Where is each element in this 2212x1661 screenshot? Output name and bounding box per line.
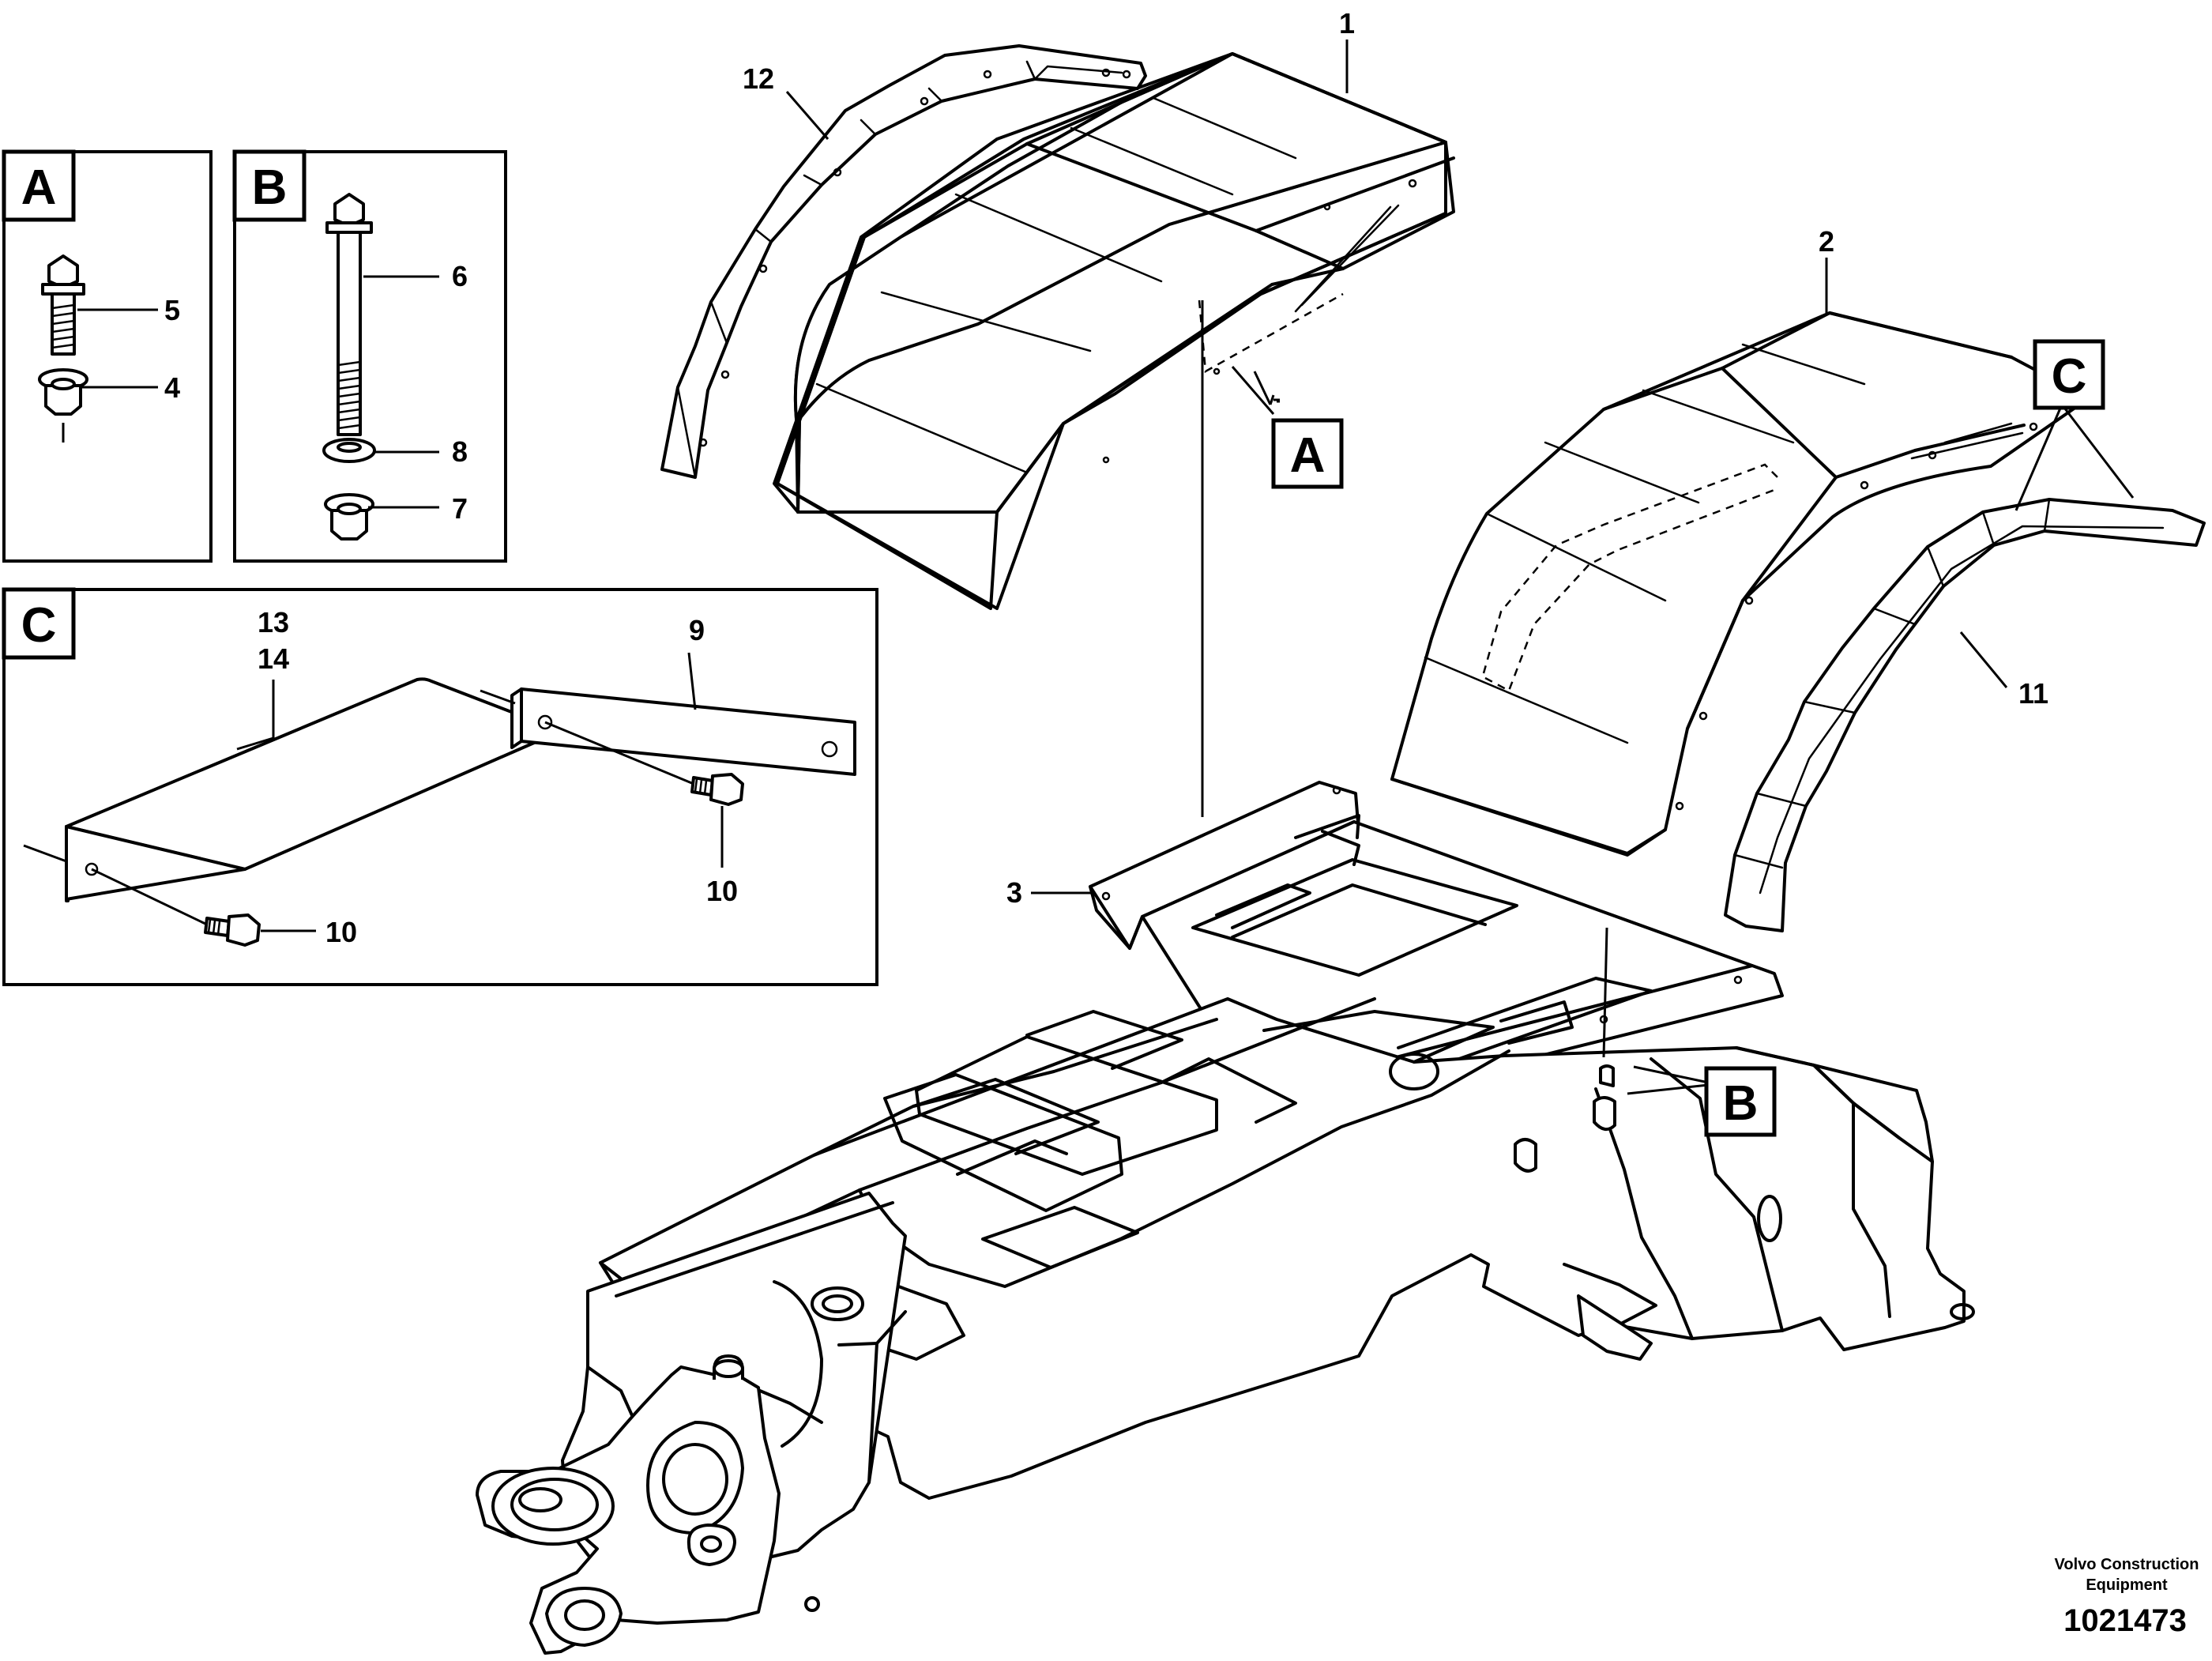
nut-icon xyxy=(38,368,88,416)
part-label-3: 3 xyxy=(1006,876,1022,909)
footer: Volvo Construction Equipment 1021473 xyxy=(2055,1556,2199,1638)
yoke-part xyxy=(476,1354,823,1655)
part-label-11: 11 xyxy=(2018,677,2048,710)
part-label-13: 13 xyxy=(258,606,289,638)
callout-b-letter: B xyxy=(1723,1076,1759,1131)
part-label-6: 6 xyxy=(452,260,468,292)
callout-a-leader xyxy=(1231,366,1275,415)
part-label-8: 8 xyxy=(452,435,468,468)
long-bolt-icon xyxy=(325,193,373,436)
part-label-12: 12 xyxy=(743,62,774,95)
detail-box-a: A 5 4 xyxy=(2,149,213,563)
washer-icon xyxy=(322,438,376,463)
part-numbers: 1 2 3 12 11 xyxy=(743,7,2048,909)
bracket-part xyxy=(510,687,856,776)
right-fender-part xyxy=(1390,311,2090,857)
part-label-1: 1 xyxy=(1339,7,1355,40)
callout-a-letter: A xyxy=(1290,428,1326,483)
part-label-2: 2 xyxy=(1819,225,1834,258)
footer-company-line1: Volvo Construction xyxy=(2055,1556,2199,1573)
detail-box-a-letter: A xyxy=(21,160,57,215)
callout-c-letter: C xyxy=(2052,349,2087,404)
drawing-number: 1021473 xyxy=(2063,1603,2187,1638)
detail-box-c-letter: C xyxy=(21,598,57,653)
part-label-4: 4 xyxy=(164,371,180,404)
detail-box-b: B 6 8 7 xyxy=(232,149,507,563)
left-fender-part xyxy=(773,52,1455,610)
detail-box-c: C xyxy=(2,587,878,986)
right-fender-rail-part xyxy=(1724,498,2206,932)
flap-plate-part xyxy=(65,677,541,902)
part-label-5: 5 xyxy=(164,294,180,326)
left-fender-rail-part xyxy=(660,44,1147,479)
part-label-9: 9 xyxy=(689,614,705,646)
callout-c: C xyxy=(2033,339,2105,410)
part-label-14: 14 xyxy=(258,642,289,675)
screw-icon xyxy=(690,773,744,806)
callout-a: A xyxy=(1271,418,1344,489)
footer-company-line2: Equipment xyxy=(2086,1576,2168,1594)
callout-b: B xyxy=(1704,1066,1777,1137)
nut-icon xyxy=(324,493,374,540)
screw-icon xyxy=(204,913,261,947)
part-label-10-left: 10 xyxy=(325,916,357,948)
callout-leaders xyxy=(785,40,2135,1095)
part-label-10-right: 10 xyxy=(706,875,738,907)
bolt-icon xyxy=(41,254,85,356)
detail-box-b-letter: B xyxy=(252,160,288,215)
part-label-7: 7 xyxy=(452,492,468,525)
